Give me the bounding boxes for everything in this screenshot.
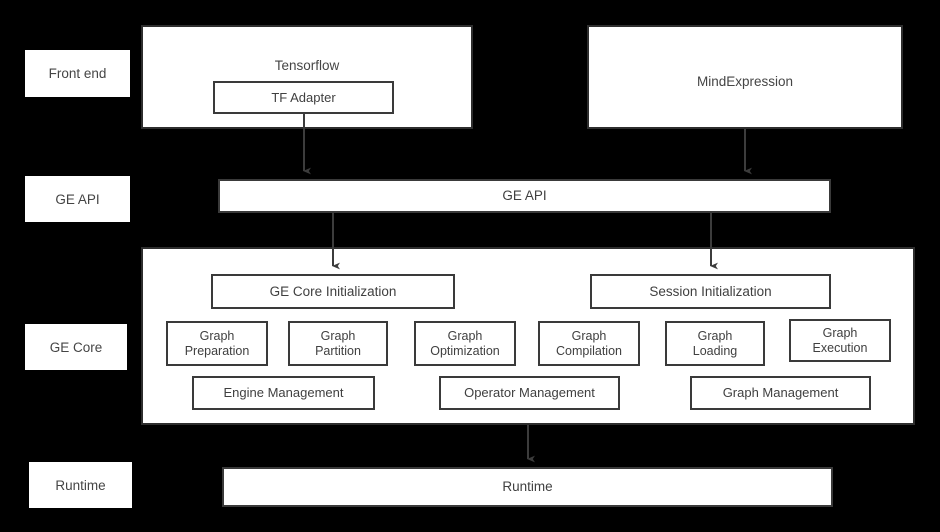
stage-label-runtime: Runtime [29, 462, 132, 508]
mindexpression-panel[interactable]: MindExpression [587, 25, 903, 129]
graph-optimization-line2: Optimization [430, 343, 500, 358]
graph-loading-box[interactable]: Graph Loading [665, 321, 765, 366]
graph-loading-line2: Loading [692, 343, 738, 358]
operator-management-label: Operator Management [464, 385, 595, 401]
graph-preparation-line2: Preparation [184, 343, 250, 358]
stage-label-ge-core-text: GE Core [49, 339, 103, 355]
graph-compilation-box[interactable]: Graph Compilation [538, 321, 640, 366]
stage-label-ge-core: GE Core [25, 324, 127, 370]
stage-label-runtime-text: Runtime [55, 477, 106, 493]
tf-adapter-box[interactable]: TF Adapter [213, 81, 394, 114]
engine-management-box[interactable]: Engine Management [192, 376, 375, 410]
stage-label-front-end: Front end [25, 50, 130, 97]
graph-loading-line1: Graph [697, 328, 733, 343]
mindexpression-title: MindExpression [696, 74, 794, 89]
operator-management-box[interactable]: Operator Management [439, 376, 620, 410]
stage-label-ge-api-text: GE API [55, 191, 100, 207]
graph-execution-line2: Execution [812, 340, 868, 355]
tensorflow-title: Tensorflow [274, 58, 340, 73]
session-initialization-box[interactable]: Session Initialization [590, 274, 831, 309]
graph-execution-line1: Graph [822, 325, 858, 340]
graph-preparation-line1: Graph [199, 328, 235, 343]
stage-label-front-end-text: Front end [48, 66, 107, 81]
ge-api-bar-label: GE API [502, 188, 547, 204]
graph-management-label: Graph Management [722, 385, 839, 401]
ge-api-bar[interactable]: GE API [218, 179, 831, 213]
graph-compilation-line1: Graph [571, 328, 607, 343]
ge-core-initialization-box[interactable]: GE Core Initialization [211, 274, 455, 309]
graph-execution-box[interactable]: Graph Execution [789, 319, 891, 362]
graph-partition-line2: Partition [315, 343, 361, 358]
ge-core-initialization-label: GE Core Initialization [269, 283, 397, 299]
runtime-bar[interactable]: Runtime [222, 467, 833, 507]
graph-compilation-line2: Compilation [555, 343, 622, 358]
graph-optimization-box[interactable]: Graph Optimization [414, 321, 516, 366]
tf-adapter-label: TF Adapter [271, 89, 336, 105]
graph-optimization-line1: Graph [447, 328, 483, 343]
stage-label-ge-api: GE API [25, 176, 130, 222]
graph-partition-box[interactable]: Graph Partition [288, 321, 388, 366]
graph-management-box[interactable]: Graph Management [690, 376, 871, 410]
graph-preparation-box[interactable]: Graph Preparation [166, 321, 268, 366]
runtime-bar-label: Runtime [502, 479, 553, 495]
graph-partition-line1: Graph [320, 328, 356, 343]
engine-management-label: Engine Management [223, 385, 344, 401]
session-initialization-label: Session Initialization [649, 283, 772, 299]
